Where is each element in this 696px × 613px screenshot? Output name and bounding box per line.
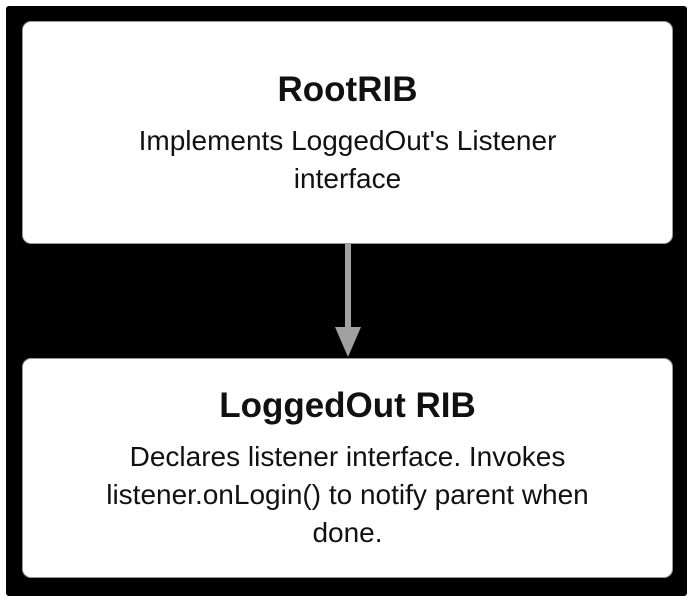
node-rootrib-title: RootRIB [277, 69, 418, 109]
node-rootrib: RootRIB Implements LoggedOut's Listener … [22, 21, 673, 244]
description-line: interface [293, 162, 402, 194]
description-line: listener.onLogin() to notify parent when [106, 479, 589, 510]
node-loggedout-rib: LoggedOut RIB Declares listener interfac… [22, 358, 673, 578]
diagram-canvas: RootRIB Implements LoggedOut's Listener … [6, 6, 687, 596]
node-rootrib-description: Implements LoggedOut's Listener interfac… [139, 122, 557, 198]
description-line: Implements LoggedOut's Listener [138, 124, 557, 156]
arrow-line [345, 244, 351, 329]
description-line: done. [312, 517, 383, 548]
node-loggedout-rib-title: LoggedOut RIB [219, 386, 476, 425]
node-loggedout-rib-description: Declares listener interface. Invokes lis… [106, 438, 589, 552]
arrow-down-icon [335, 327, 361, 357]
description-line: Declares listener interface. Invokes [129, 441, 566, 472]
